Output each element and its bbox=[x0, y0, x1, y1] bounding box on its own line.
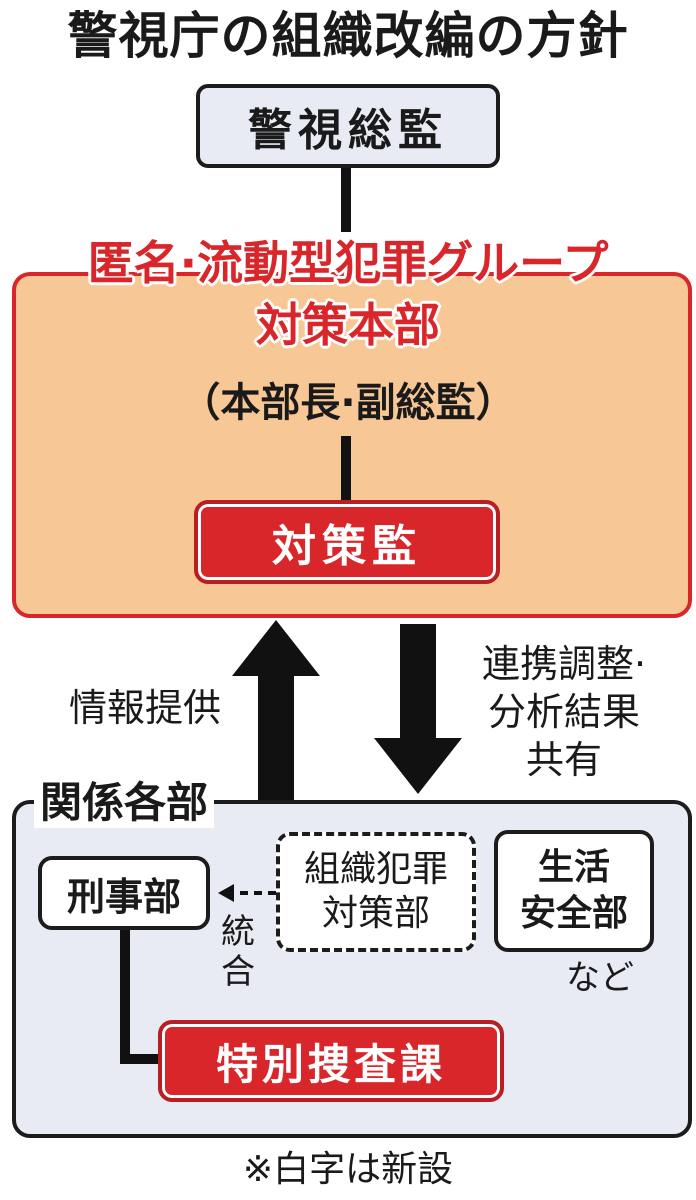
arrows-svg bbox=[232, 620, 462, 802]
diagram-title: 警視庁の組織改編の方針 bbox=[67, 7, 629, 65]
coordination-label-line1: 連携調整· bbox=[481, 642, 647, 686]
merge-label-2: 合 bbox=[221, 952, 255, 992]
merge-arrow bbox=[218, 884, 276, 902]
organized-crime-box: 組織犯罪 対策部 bbox=[276, 832, 476, 952]
merge-label: 統 合 bbox=[216, 912, 260, 992]
up-arrow bbox=[232, 620, 320, 802]
coordination-label: 連携調整· 分析結果 共有 bbox=[454, 640, 674, 784]
organized-crime-line1: 組織犯罪 bbox=[303, 849, 448, 890]
coordination-label-line3: 共有 bbox=[525, 738, 602, 782]
hq-name: 匿名·流動型犯罪グループ 対策本部 bbox=[12, 232, 684, 356]
connector-line-hq bbox=[341, 436, 351, 500]
info-provision-label: 情報提供 bbox=[68, 686, 221, 730]
related-departments-label: 関係各部 bbox=[34, 778, 215, 828]
criminal-investigation-box: 刑事部 bbox=[38, 856, 210, 930]
hq-name-line1: 匿名·流動型犯罪グループ bbox=[87, 236, 609, 290]
down-arrow bbox=[374, 624, 462, 794]
connector-line-top bbox=[341, 168, 351, 232]
community-safety-box: 生活 安全部 bbox=[494, 830, 654, 952]
footnote: ※白字は新設 bbox=[242, 1149, 454, 1190]
organized-crime-line2: 対策部 bbox=[321, 893, 430, 934]
countermeasure-officer-box: 対策監 bbox=[194, 500, 500, 584]
hq-chief-label: （本部長·副総監） bbox=[180, 380, 516, 426]
hq-name-line2: 対策本部 bbox=[256, 298, 440, 352]
community-safety-line1: 生活 bbox=[537, 847, 610, 888]
coordination-label-line2: 分析結果 bbox=[487, 690, 640, 734]
connector-keiji-horizontal bbox=[120, 1054, 164, 1064]
special-investigation-box: 特別捜査課 bbox=[158, 1020, 504, 1102]
connector-keiji-vertical bbox=[120, 930, 130, 1064]
community-safety-line2: 安全部 bbox=[519, 893, 628, 934]
superintendent-box: 警視総監 bbox=[196, 84, 500, 168]
merge-label-1: 統 bbox=[221, 912, 255, 952]
etc-label: など bbox=[566, 958, 634, 998]
